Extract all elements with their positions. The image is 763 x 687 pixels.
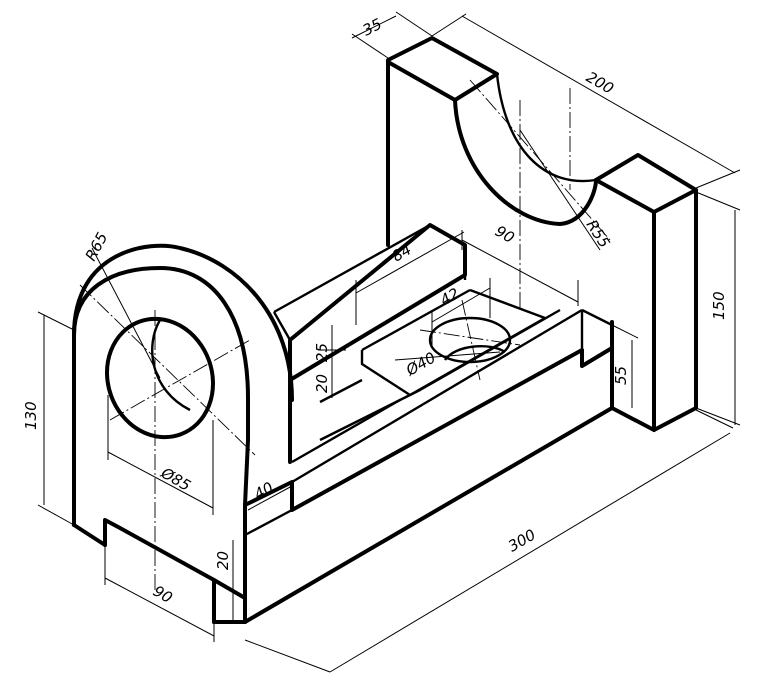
base-rails (243, 223, 614, 624)
dim-r65: R65 (82, 229, 112, 264)
dim-20-inner: 20 (313, 374, 331, 393)
center-lines (79, 79, 611, 590)
dim-200: 200 (583, 68, 617, 98)
dim-25: 25 (313, 343, 331, 362)
dim-phi85: Ø85 (157, 463, 194, 495)
dim-55: 55 (612, 366, 630, 385)
dim-90-top: 90 (492, 222, 518, 247)
dimension-labels: 35 200 150 R55 90 84 42 Ø40 55 25 20 R65… (22, 15, 728, 607)
dim-150: 150 (710, 291, 728, 320)
dim-r55: R55 (583, 217, 614, 252)
dim-phi40: Ø40 (402, 348, 439, 380)
dim-130: 130 (22, 401, 40, 430)
dimension-lines (37, 11, 741, 673)
left-boss (72, 243, 294, 624)
dim-35: 35 (360, 15, 385, 40)
dim-20-bottom: 20 (214, 551, 232, 570)
dim-90-bottom: 90 (150, 582, 176, 607)
dim-300: 300 (505, 526, 539, 556)
